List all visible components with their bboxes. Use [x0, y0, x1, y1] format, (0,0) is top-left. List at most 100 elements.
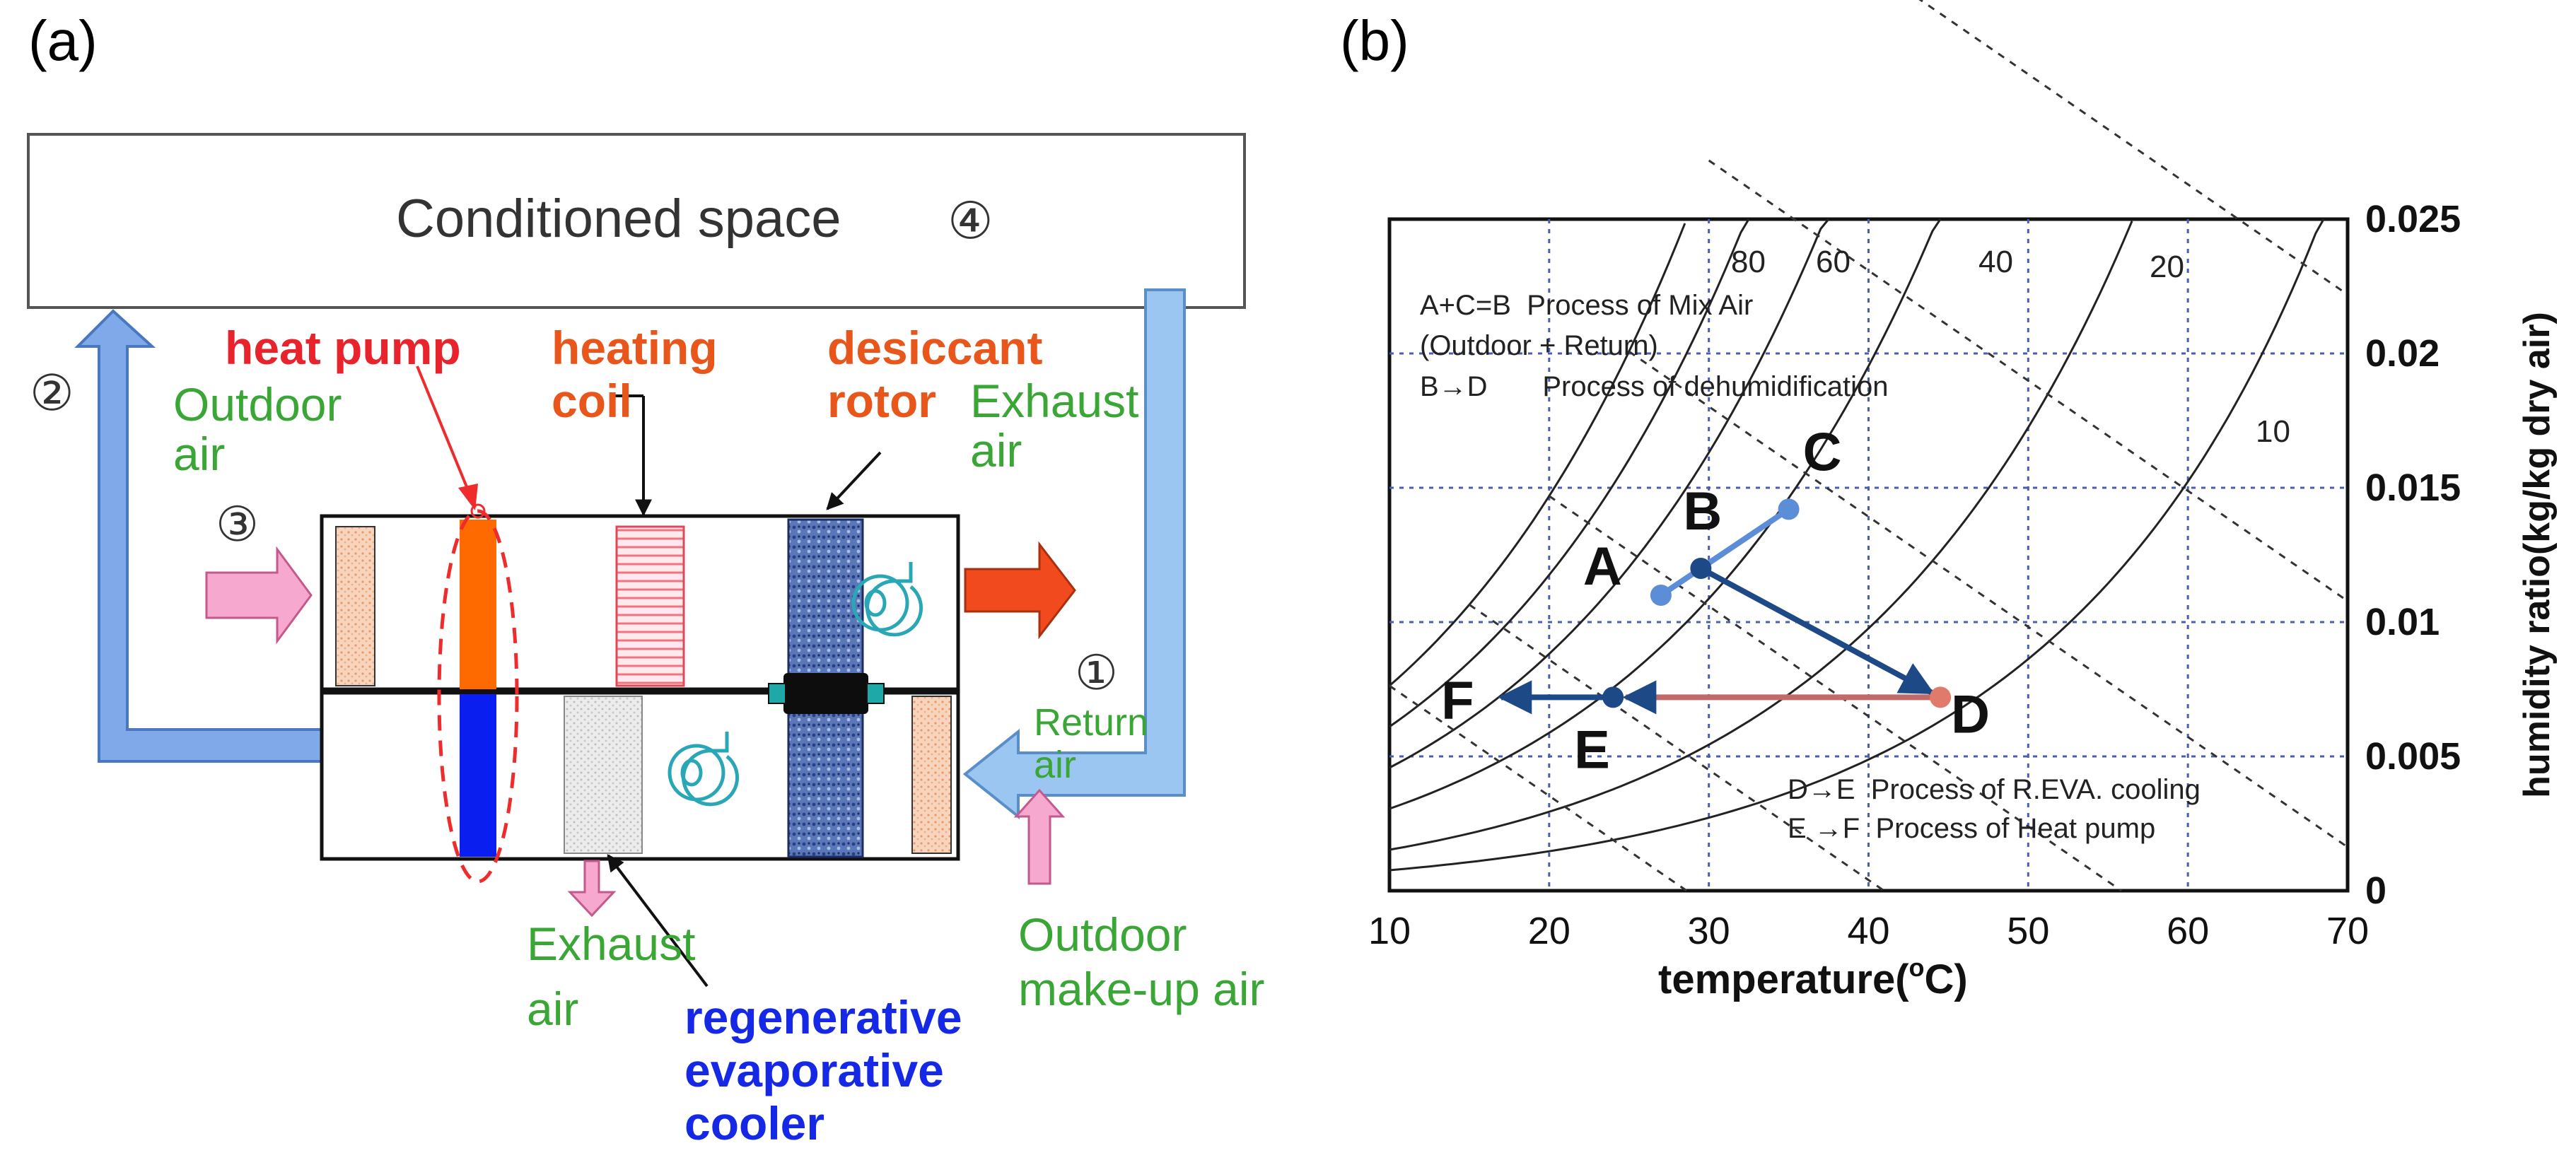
point-B: [1690, 558, 1712, 579]
filter-lower-right: [911, 696, 952, 854]
heating-coil-label-2: coil: [552, 375, 632, 427]
rotor-hub: [783, 673, 868, 714]
regenerative-evaporative-cooler-media: [564, 696, 643, 854]
y-tick-0.015: 0.015: [2365, 467, 2461, 509]
outdoor-air-label-2: air: [173, 428, 225, 480]
x-tick-60: 60: [2167, 910, 2209, 952]
fan-icon-upper: [851, 562, 923, 637]
point-label-D: D: [1951, 684, 1990, 744]
rh-label-40: 40: [1978, 245, 2013, 279]
heat-pump-condenser: [460, 520, 496, 689]
makeup-air-label-1: Outdoor: [1018, 908, 1187, 961]
y-tick-0.025: 0.025: [2365, 198, 2461, 240]
conditioned-space-box: [27, 133, 1246, 309]
x-tick-30: 30: [1688, 910, 1730, 952]
filter-upper-left: [335, 526, 375, 686]
marker-4: ④: [948, 193, 993, 250]
legend-line-3: B→D Process of dehumidification: [1420, 371, 1889, 402]
desiccant-rotor-label-2: rotor: [827, 375, 936, 427]
rec-label-2: evaporative: [684, 1044, 944, 1096]
rh-label-80: 80: [1731, 245, 1766, 279]
heating-coil: [615, 525, 685, 687]
point-label-F: F: [1441, 670, 1474, 730]
x-tick-20: 20: [1528, 910, 1570, 952]
point-A: [1650, 585, 1672, 606]
makeup-air-label-2: make-up air: [1018, 963, 1264, 1015]
point-C: [1778, 498, 1800, 520]
rh-label-60: 60: [1816, 245, 1851, 279]
rh-curve-100: [1389, 223, 1686, 687]
heat-pump-label: heat pump: [225, 322, 461, 374]
point-label-B: B: [1683, 481, 1722, 541]
heat-pump-small-circle: [470, 503, 486, 519]
rh-label-20: 20: [2150, 250, 2184, 284]
wet-bulb-line-35: [1918, 0, 2348, 295]
rh-curve-40: [1389, 218, 1942, 810]
wet-bulb-line-30: [1708, 159, 2348, 602]
conditioned-space-label: Conditioned space: [396, 189, 841, 249]
panel-a-label: (a): [28, 9, 98, 72]
desiccant-pointer: [826, 451, 882, 510]
marker-1: ①: [1075, 646, 1118, 700]
x-tick-70: 70: [2326, 910, 2369, 952]
rh-curve-80: [1389, 218, 1750, 728]
exhaust-top-label-2: air: [970, 424, 1022, 476]
marker-2: ②: [30, 365, 74, 421]
legend-line-5: E →F Process of Heat pump: [1788, 813, 2155, 844]
marker-3: ③: [216, 498, 259, 551]
panel-b-label: (b): [1340, 9, 1409, 72]
y-tick-0: 0: [2365, 870, 2386, 912]
wet-bulb-line-25: [1628, 350, 2348, 848]
y-tick-0.02: 0.02: [2365, 332, 2440, 375]
point-D: [1930, 686, 1952, 708]
rec-pointer: [607, 854, 709, 988]
return-air-label-2: air: [1034, 744, 1076, 786]
heat-pump-pointer: [416, 365, 477, 508]
y-tick-0.005: 0.005: [2365, 735, 2461, 778]
x-tick-50: 50: [2007, 910, 2049, 952]
outdoor-air-inlet-arrow: [205, 546, 313, 645]
x-axis-label-main: temperature(: [1658, 956, 1909, 1002]
exhaust-bottom-label-2: air: [527, 983, 578, 1035]
exhaust-top-label-1: Exhaust: [970, 375, 1138, 427]
fan-icon-lower: [668, 732, 740, 807]
panel-b: (b) 80 60 40 20 10 A+C=B Process of Mix …: [1340, 0, 2558, 1002]
panel-a: (a) Conditioned space ④ ②: [27, 9, 1264, 1149]
x-axis-label-end: C): [1925, 956, 1968, 1002]
x-tick-40: 40: [1847, 910, 1889, 952]
rh-curves: [1389, 218, 2325, 872]
rotor-hub-right-cap: [866, 683, 885, 704]
y-tick-0.01: 0.01: [2365, 601, 2440, 643]
return-air-label-1: Return: [1034, 701, 1148, 744]
return-duct-right: [962, 288, 1186, 820]
point-E: [1602, 686, 1624, 708]
point-label-A: A: [1583, 537, 1622, 597]
point-label-E: E: [1574, 720, 1610, 780]
heat-pump-pointer-head: [458, 484, 478, 510]
makeup-air-arrow: [1013, 788, 1066, 885]
x-tick-10: 10: [1368, 910, 1411, 952]
x-tick-labels: 10 20 30 40 50 60 70: [1368, 910, 2369, 952]
y-axis-label: humidity ratio(kg/kg dry air): [2517, 312, 2558, 798]
wet-bulb-line-20: [1548, 495, 2122, 892]
rec-label-3: cooler: [684, 1097, 824, 1149]
heating-coil-label-1: heating: [552, 322, 718, 374]
legend-line-1: A+C=B Process of Mix Air: [1420, 290, 1753, 321]
heat-pump-evaporator: [460, 694, 496, 857]
rotor-hub-left-cap: [768, 683, 786, 704]
supply-duct-left: [74, 309, 323, 763]
plot-grid: [1389, 219, 2348, 891]
desiccant-rotor-label-1: desiccant: [827, 322, 1042, 374]
rh-label-10: 10: [2256, 414, 2290, 449]
wet-bulb-line-10: [1389, 684, 1688, 892]
wet-bulb-lines: [1389, 0, 2348, 892]
y-tick-labels: 0 0.005 0.01 0.015 0.02 0.025: [2365, 198, 2461, 912]
exhaust-outlet-arrow: [964, 541, 1076, 640]
exhaust-bottom-arrow: [567, 860, 617, 918]
process-line-mix: [1659, 507, 1790, 598]
exhaust-bottom-label-1: Exhaust: [527, 918, 695, 970]
point-label-C: C: [1803, 422, 1842, 482]
legend-line-4: D→E Process of R.EVA. cooling: [1788, 774, 2201, 805]
process-line-dehumidification: [1699, 566, 1935, 696]
